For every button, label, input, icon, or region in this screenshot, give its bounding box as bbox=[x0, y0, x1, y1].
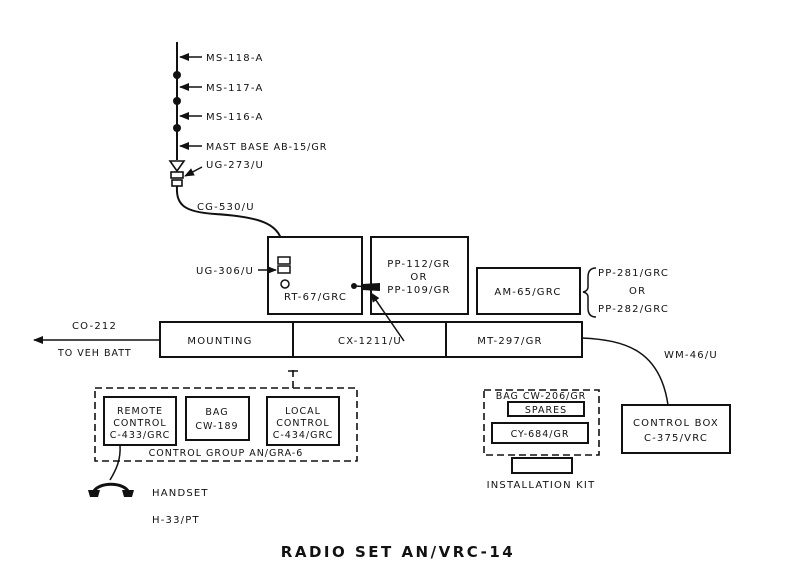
pp112-unit: PP-112/GR OR PP-109/GR bbox=[370, 236, 469, 315]
ug306-connector-lower bbox=[277, 265, 291, 274]
am65-box bbox=[476, 267, 581, 315]
label-handset: HANDSET bbox=[152, 488, 209, 499]
bag-cw189-box bbox=[185, 396, 250, 441]
label-c434: C-434/GRC bbox=[273, 430, 334, 441]
control-box: CONTROL BOX C-375/VRC bbox=[621, 404, 731, 454]
label-power-or: OR bbox=[629, 286, 646, 297]
control-group-border bbox=[94, 387, 358, 462]
label-c433: C-433/GRC bbox=[110, 430, 171, 441]
power-options-brace bbox=[582, 267, 597, 318]
label-wm46u: WM-46/U bbox=[664, 350, 718, 361]
label-pp112-or: OR bbox=[410, 272, 427, 283]
cx1211-cable bbox=[351, 283, 405, 342]
local-control-box bbox=[266, 396, 340, 446]
rt67-unit: RT-67/GRC bbox=[267, 236, 363, 315]
label-pp112: PP-112/GR bbox=[387, 259, 450, 270]
label-to-veh-batt: TO VEH BATT bbox=[57, 348, 132, 359]
label-pp281: PP-281/GRC bbox=[598, 268, 669, 279]
control-box-rect bbox=[621, 404, 731, 454]
label-ug273u: UG-273/U bbox=[206, 160, 264, 171]
cx1211-connector bbox=[362, 283, 380, 291]
mounting-bar: MOUNTING CX-1211/U MT-297/GR bbox=[159, 321, 583, 358]
label-mt297: MT-297/GR bbox=[477, 336, 542, 347]
ug273-arrow bbox=[184, 166, 203, 177]
rt67-knob bbox=[280, 279, 290, 289]
mast-base-symbol bbox=[168, 160, 186, 173]
label-pp282: PP-282/GRC bbox=[598, 304, 669, 315]
ug273-connector bbox=[170, 171, 184, 179]
battery-cable: CO-212 TO VEH BATT bbox=[33, 321, 160, 359]
label-mounting: MOUNTING bbox=[187, 336, 252, 347]
ug273-connector-lower bbox=[171, 179, 183, 187]
mast-joint bbox=[173, 71, 181, 79]
handset-icon bbox=[88, 482, 134, 497]
handset-cord bbox=[109, 444, 121, 481]
label-mast-base: MAST BASE AB-15/GR bbox=[206, 142, 327, 153]
am65-unit: AM-65/GRC bbox=[476, 267, 581, 315]
handset: HANDSET H-33/PT bbox=[88, 444, 209, 526]
mounting-bar-box bbox=[159, 321, 583, 358]
pp112-box bbox=[370, 236, 469, 315]
label-ms117a: MS-117-A bbox=[206, 83, 264, 94]
label-installation-kit: INSTALLATION KIT bbox=[487, 480, 596, 491]
label-local: LOCAL bbox=[285, 406, 321, 417]
control-group: REMOTE CONTROL C-433/GRC BAG CW-189 LOCA… bbox=[94, 387, 358, 462]
label-spares: SPARES bbox=[525, 405, 567, 416]
label-cy684: CY-684/GR bbox=[511, 429, 570, 440]
label-local-control: CONTROL bbox=[276, 418, 329, 429]
ug306-connector bbox=[277, 256, 291, 265]
rt67-box bbox=[267, 236, 363, 315]
label-cx1211: CX-1211/U bbox=[338, 336, 402, 347]
label-bag: BAG bbox=[205, 407, 228, 418]
label-am65: AM-65/GRC bbox=[494, 287, 561, 298]
label-co212: CO-212 bbox=[72, 321, 117, 332]
label-control-group: CONTROL GROUP AN/GRA-6 bbox=[149, 448, 304, 459]
label-cw189: CW-189 bbox=[195, 421, 238, 432]
label-h33pt: H-33/PT bbox=[152, 515, 200, 526]
mast-joint bbox=[173, 97, 181, 105]
label-cg530u: CG-530/U bbox=[197, 202, 255, 213]
label-ms116a: MS-116-A bbox=[206, 112, 264, 123]
label-c375: C-375/VRC bbox=[644, 433, 708, 444]
mast-assembly: MS-118-A MS-117-A MS-116-A MAST BASE AB-… bbox=[168, 42, 327, 187]
mast-joint bbox=[173, 124, 181, 132]
remote-control-box bbox=[103, 396, 177, 446]
label-ms118a: MS-118-A bbox=[206, 53, 264, 64]
label-control-box: CONTROL BOX bbox=[633, 418, 719, 429]
power-options: PP-281/GRC OR PP-282/GRC bbox=[582, 267, 669, 318]
label-pp109: PP-109/GR bbox=[387, 285, 450, 296]
label-rt67: RT-67/GRC bbox=[284, 292, 347, 303]
label-remote: REMOTE bbox=[117, 406, 163, 417]
installation-kit: BAG CW-206/GR SPARES CY-684/GR INSTALLAT… bbox=[483, 389, 600, 491]
label-bag-cw206: BAG CW-206/GR bbox=[496, 391, 587, 402]
bag-cw206-border bbox=[483, 389, 600, 456]
label-ug306u: UG-306/U bbox=[196, 266, 254, 277]
wm46-cable: WM-46/U bbox=[581, 337, 718, 406]
cx1211-arrow bbox=[370, 292, 405, 342]
label-remote-control: CONTROL bbox=[113, 418, 166, 429]
wm46-path bbox=[581, 337, 669, 406]
spares-box bbox=[507, 401, 585, 417]
installation-kit-box bbox=[511, 457, 573, 474]
diagram-title: RADIO SET AN/VRC-14 bbox=[281, 543, 515, 561]
cy684-box bbox=[491, 422, 589, 444]
